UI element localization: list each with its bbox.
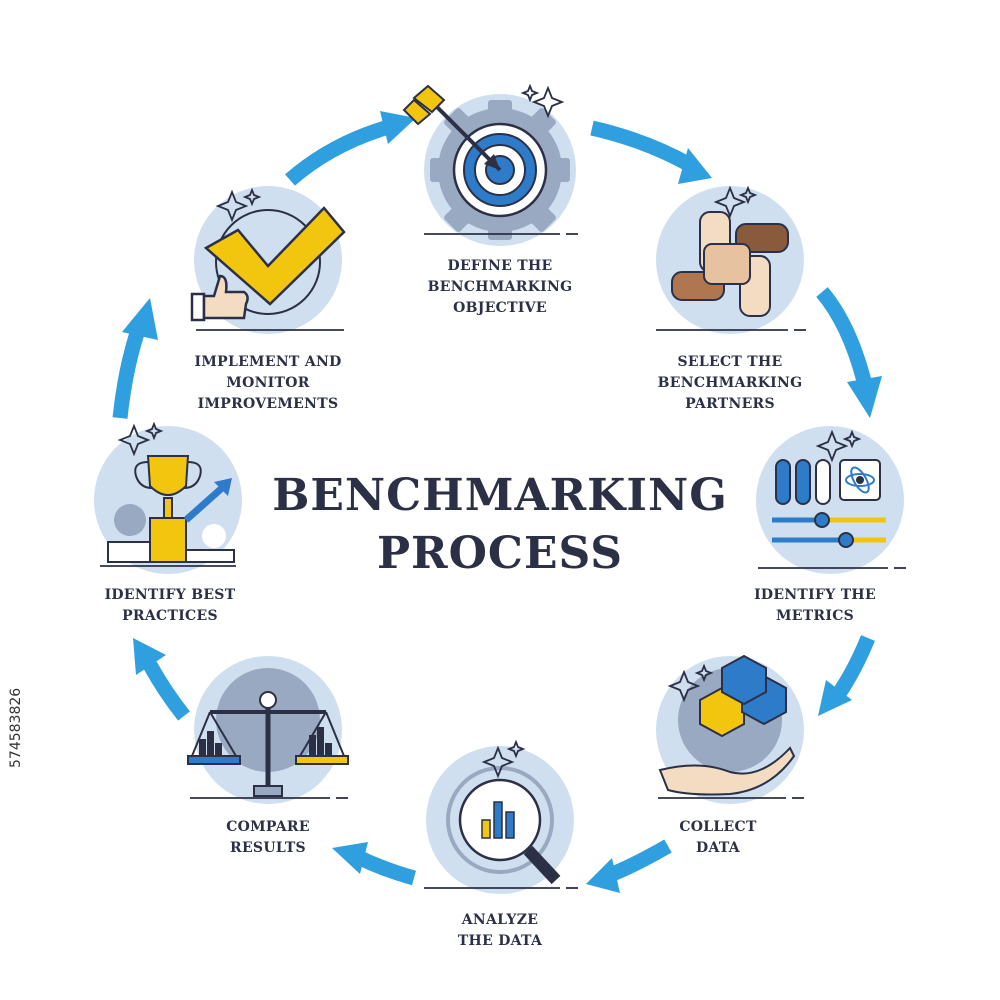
arrow-best-to-implement — [112, 298, 158, 419]
sparkle-icon — [215, 187, 262, 223]
sparkle-icon — [520, 83, 565, 119]
step-analyze-icon-group — [424, 739, 578, 894]
sparkle-icon — [667, 663, 714, 703]
sliders-metrics-icon — [772, 459, 886, 548]
arrow-analyze-to-compare — [332, 842, 417, 886]
sparkle-icon — [713, 185, 758, 219]
step-implement-icon-group — [190, 186, 346, 334]
checkmark-thumbs-up-icon — [190, 206, 346, 322]
step-best-icon-group — [94, 421, 242, 574]
target-arrow-icon — [402, 84, 548, 218]
sparkle-icon — [481, 739, 526, 779]
sparkle-icon — [815, 429, 862, 463]
page-title-line2: PROCESS — [376, 528, 624, 579]
step-select-icon-group — [656, 185, 806, 334]
step-compare-icon-group — [187, 656, 349, 804]
arrow-implement-to-define — [285, 111, 416, 186]
joined-hands-icon — [671, 211, 789, 317]
step-collect-icon-group — [656, 654, 804, 804]
balance-scale-icon — [187, 691, 349, 797]
step-metrics-icon-group — [756, 426, 906, 574]
trophy-icon — [107, 455, 235, 563]
step-define-icon-group — [402, 83, 578, 246]
cycle-arrows — [112, 111, 882, 893]
arrow-collect-to-analyze — [586, 839, 672, 893]
gear-icon — [114, 504, 226, 548]
arrow-define-to-select — [590, 120, 712, 184]
arrow-select-to-metrics — [816, 287, 882, 418]
arrow-metrics-to-collect — [818, 635, 875, 716]
arrow-compare-to-best — [133, 638, 190, 721]
sparkle-icon — [117, 421, 164, 457]
stock-id-label: 574583826 — [8, 687, 24, 768]
page-title-line1: BENCHMARKING — [272, 470, 728, 521]
hand-cubes-icon — [658, 654, 796, 796]
magnifier-chart-icon — [446, 766, 561, 885]
